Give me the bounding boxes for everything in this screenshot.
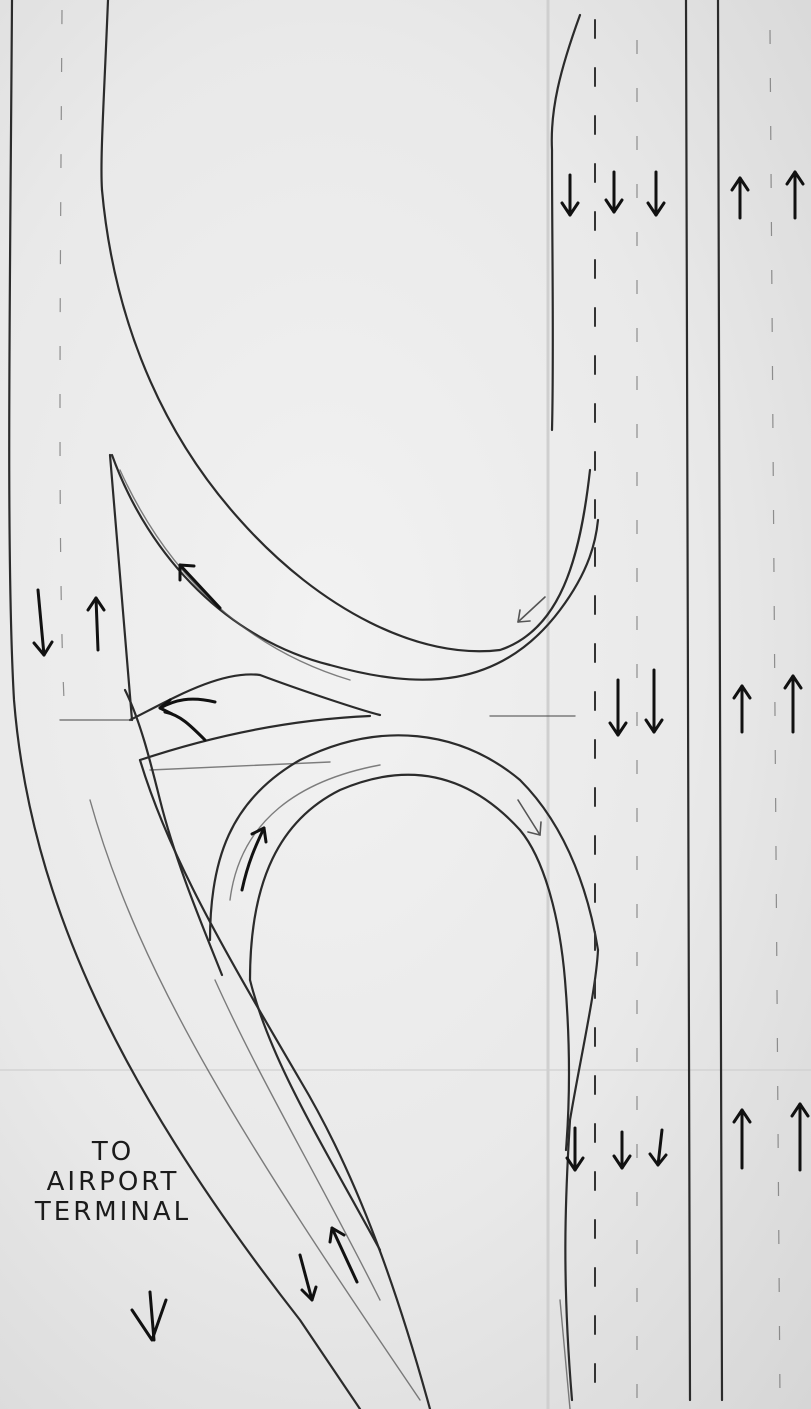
terminal-note-line-3: TERMINAL: [8, 1198, 218, 1228]
left-road-down-arrow: [34, 590, 52, 655]
left-road-lane-line: [90, 800, 420, 1400]
upper-ramp-arrow-northwest: [180, 565, 220, 608]
northbound-arrow-bottom-1: [734, 1110, 750, 1168]
connector-lower-edge: [140, 716, 370, 760]
southbound-arrow-mid-1: [610, 680, 626, 735]
southbound-arrow-mid-2: [646, 670, 662, 732]
southbound-arrow-bottom-3: [650, 1130, 666, 1165]
connector-stop-line: [150, 762, 330, 770]
northbound-arrow-mid-1: [734, 686, 750, 732]
lower-ramp-arrow-southeast: [518, 800, 541, 835]
upper-ramp-shading: [120, 470, 350, 680]
highway-southbound-ramp-edge-top: [552, 15, 580, 430]
terminal-note: TO AIRPORT TERMINAL: [8, 1138, 218, 1228]
lower-ramp-outer-curve: [210, 735, 598, 950]
highway-northbound-lane-divider: [770, 30, 780, 1400]
highway-southbound-edge-bottom: [565, 950, 598, 1400]
terminal-note-line-1: TO: [8, 1138, 218, 1168]
southbound-arrow-bottom-2: [614, 1132, 630, 1168]
terminal-note-line-2: AIRPORT: [8, 1168, 218, 1198]
upper-ramp-inner-curve: [112, 455, 598, 680]
lower-ramp-arrow-north: [242, 828, 266, 890]
left-road-up-arrow: [88, 598, 104, 650]
northbound-arrow-top-2: [787, 172, 803, 218]
left-road-centerline: [60, 10, 64, 700]
southbound-arrow-top-2: [606, 172, 622, 212]
northbound-arrow-mid-2: [785, 676, 801, 732]
southbound-arrow-top-3: [648, 172, 664, 215]
left-road-inner-edge-top: [101, 0, 108, 190]
northbound-arrow-top-1: [732, 178, 748, 218]
upper-ramp-arrow-southwest: [518, 597, 545, 622]
northbound-arrow-bottom-2: [792, 1104, 808, 1170]
highway-median-right: [718, 0, 722, 1400]
lower-ramp-inner-curve: [250, 775, 569, 1150]
highway-median-left: [686, 0, 690, 1400]
southbound-arrow-top-1: [562, 175, 578, 215]
terminal-road-arrow-up: [330, 1228, 357, 1282]
terminal-road-arrow-down: [300, 1255, 316, 1300]
terminal-road-edge: [140, 760, 430, 1409]
terminal-note-arrow: [132, 1292, 166, 1340]
connector-junction-edge: [125, 690, 222, 975]
terminal-road-inner-line: [215, 980, 380, 1300]
lower-ramp-exit-edge: [250, 980, 380, 1250]
upper-ramp-outer-curve: [102, 190, 590, 651]
connector-arrow-curve: [165, 712, 205, 740]
